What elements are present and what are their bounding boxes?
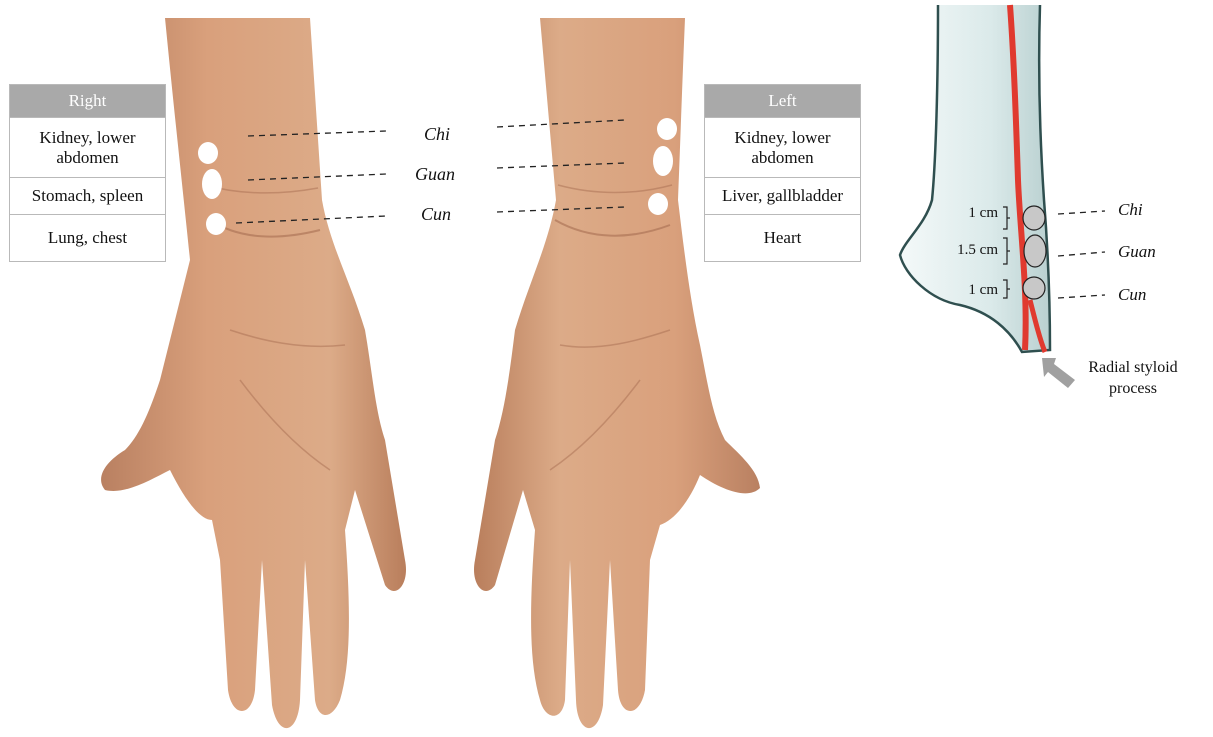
right-row-chi: Kidney, lower abdomen	[10, 117, 165, 177]
left-cun-marker	[648, 193, 668, 215]
styloid-label: Radial styloid process	[1063, 357, 1203, 399]
distance-guan: 1.5 cm	[938, 242, 998, 259]
left-organ-table: Left Kidney, lower abdomen Liver, gallbl…	[704, 84, 861, 262]
diagram-label-cun: Cun	[1118, 285, 1146, 305]
label-guan: Guan	[415, 164, 455, 185]
diagram-label-chi: Chi	[1118, 200, 1143, 220]
left-row-cun: Heart	[705, 214, 860, 261]
left-guan-marker	[653, 146, 673, 176]
left-chi-marker	[657, 118, 677, 140]
right-cun-marker	[206, 213, 226, 235]
right-row-cun: Lung, chest	[10, 214, 165, 261]
right-organ-table: Right Kidney, lower abdomen Stomach, spl…	[9, 84, 166, 262]
label-cun: Cun	[421, 204, 451, 225]
right-chi-marker	[198, 142, 218, 164]
label-chi: Chi	[424, 124, 450, 145]
diagram-cun-marker	[1023, 277, 1045, 299]
diagram-chi-marker	[1023, 206, 1045, 230]
left-row-guan: Liver, gallbladder	[705, 177, 860, 214]
distance-chi: 1 cm	[938, 205, 998, 222]
diagram-label-guan: Guan	[1118, 242, 1156, 262]
distance-cun: 1 cm	[938, 282, 998, 299]
right-row-guan: Stomach, spleen	[10, 177, 165, 214]
left-table-header: Left	[705, 85, 860, 117]
diagram-guan-marker	[1024, 235, 1046, 267]
left-row-chi: Kidney, lower abdomen	[705, 117, 860, 177]
right-guan-marker	[202, 169, 222, 199]
right-table-header: Right	[10, 85, 165, 117]
radial-bone-diagram	[900, 5, 1105, 388]
